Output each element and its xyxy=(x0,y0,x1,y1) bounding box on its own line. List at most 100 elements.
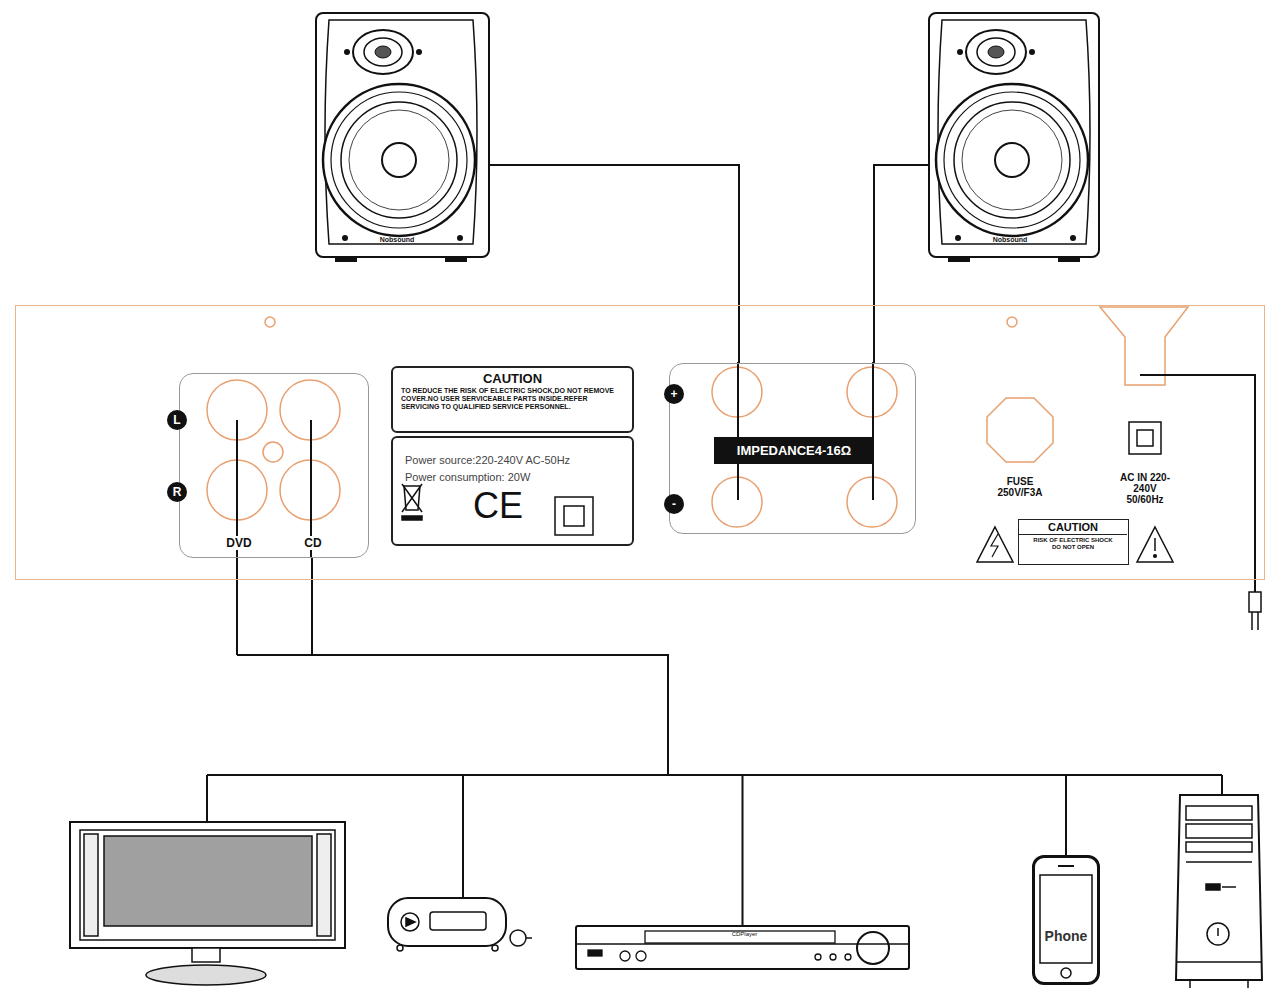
cd-player-drawing xyxy=(577,931,908,964)
rating-label-box: Power source:220-240V AC-50HzPower consu… xyxy=(391,436,634,546)
radio-drawing xyxy=(510,930,526,946)
panel-details xyxy=(1100,307,1188,385)
power-input-label: AC IN 220-240V 50/60Hz xyxy=(1117,472,1173,505)
pc-drawing xyxy=(1222,886,1236,888)
tv-drawing xyxy=(70,822,345,985)
panel-details xyxy=(207,307,1188,527)
panel-details xyxy=(1007,317,1017,327)
pc-drawing xyxy=(1186,861,1252,863)
radio-drawing xyxy=(388,898,532,951)
cd-player-drawing xyxy=(845,954,851,960)
input-label: CD xyxy=(298,536,328,550)
signal-cable xyxy=(312,558,743,925)
signal-wires xyxy=(1221,775,1223,795)
input-label: DVD xyxy=(219,536,259,550)
panel-details xyxy=(987,398,1053,462)
radio-drawing xyxy=(401,913,419,931)
warning-triangles xyxy=(991,534,998,557)
polarity-label: + xyxy=(664,384,684,404)
warning-triangles xyxy=(1154,555,1157,558)
ac-socket xyxy=(1137,430,1153,446)
caution-heading: CAUTION xyxy=(1019,521,1127,535)
weee-symbol xyxy=(402,484,422,512)
cd-player-drawing xyxy=(620,951,630,961)
device-text: Phone xyxy=(1035,928,1097,945)
phone-drawing xyxy=(1040,875,1092,963)
left-speaker-drawing xyxy=(323,20,477,262)
class-two-symbol xyxy=(564,506,584,526)
panel-details xyxy=(263,442,283,462)
cd-player-drawing xyxy=(645,931,835,943)
signal-cable xyxy=(490,165,739,363)
pc-drawing xyxy=(1207,923,1229,945)
signal-cable xyxy=(874,165,928,363)
speaker-cabinet: Nobsound xyxy=(928,12,1100,258)
tv-drawing xyxy=(317,834,331,936)
weee-symbol xyxy=(402,484,422,520)
ac-socket xyxy=(1129,422,1161,454)
rating-text: Power consumption: 20W xyxy=(405,471,625,484)
cd-player-drawing xyxy=(815,954,821,960)
tv-drawing xyxy=(192,948,220,962)
impedance-label: IMPEDANCE4-16Ω xyxy=(714,437,874,464)
pc-drawing xyxy=(1186,842,1252,852)
class-two-symbol xyxy=(555,497,593,535)
signal-cable xyxy=(312,558,1066,855)
pc-drawing xyxy=(1186,806,1252,820)
phone: Phone xyxy=(1032,855,1100,985)
caution-label-box: CAUTIONTO REDUCE THE RISK OF ELECTRIC SH… xyxy=(391,366,634,433)
signal-wires xyxy=(872,362,874,500)
power-cord xyxy=(1257,612,1259,630)
signal-wires xyxy=(237,654,311,656)
cd-player: CDPlayer xyxy=(575,925,910,970)
radio-drawing xyxy=(406,918,415,926)
pc-drawing xyxy=(1176,962,1262,988)
pc-drawing xyxy=(1206,884,1220,890)
input-jack-panel: LRDVDCD xyxy=(179,373,369,558)
pc-drawing xyxy=(1186,824,1252,838)
ac-socket xyxy=(1129,422,1161,454)
power-cord xyxy=(1249,592,1261,612)
tv-drawing xyxy=(104,836,312,926)
cd-player-drawing xyxy=(830,954,836,960)
signal-wires xyxy=(462,775,464,898)
radio-drawing xyxy=(430,912,486,930)
weee-symbol xyxy=(402,516,422,520)
phone-drawing xyxy=(1040,866,1092,978)
panel-details xyxy=(265,317,275,327)
warning-text: RISK OF ELECTRIC SHOCK DO NOT OPEN xyxy=(1029,537,1117,551)
caution-text: TO REDUCE THE RISK OF ELECTRIC SHOCK,DO … xyxy=(401,387,626,411)
signal-wires xyxy=(207,362,1222,898)
radio-drawing xyxy=(492,945,498,951)
polarity-label: - xyxy=(664,494,684,514)
brand-text: Nobsound xyxy=(367,236,427,244)
ce-mark: CE xyxy=(453,488,543,524)
weee-symbol xyxy=(402,484,422,512)
brand-text: Nobsound xyxy=(980,236,1040,244)
speaker-terminal-panel: +-IMPEDANCE4-16Ω xyxy=(669,363,916,534)
warning-label-box: CAUTION RISK OF ELECTRIC SHOCK DO NOT OPE… xyxy=(1018,519,1129,565)
tv-drawing xyxy=(146,965,266,985)
fuse-label: FUSE 250V/F3A xyxy=(991,476,1049,498)
cd-player-drawing xyxy=(857,932,889,964)
caution-heading: CAUTION xyxy=(393,371,632,387)
pc-drawing xyxy=(1176,795,1262,988)
pc-drawing xyxy=(1217,928,1219,936)
speaker-cabinet: Nobsound xyxy=(315,12,490,258)
signal-wires xyxy=(737,362,739,500)
tv-drawing xyxy=(70,822,345,948)
channel-label: R xyxy=(167,482,187,502)
warning-triangles xyxy=(977,527,1013,562)
cd-player-drawing xyxy=(588,950,602,956)
phone-drawing xyxy=(1061,968,1071,978)
phone-drawing xyxy=(1058,865,1074,867)
signal-wires xyxy=(206,775,208,822)
channel-label: L xyxy=(167,410,187,430)
power-cord xyxy=(1140,375,1255,592)
radio-drawing xyxy=(526,937,532,939)
tv-drawing xyxy=(80,830,335,940)
class-two-symbol xyxy=(555,497,593,535)
rating-text: Power source:220-240V AC-50Hz xyxy=(405,454,625,467)
